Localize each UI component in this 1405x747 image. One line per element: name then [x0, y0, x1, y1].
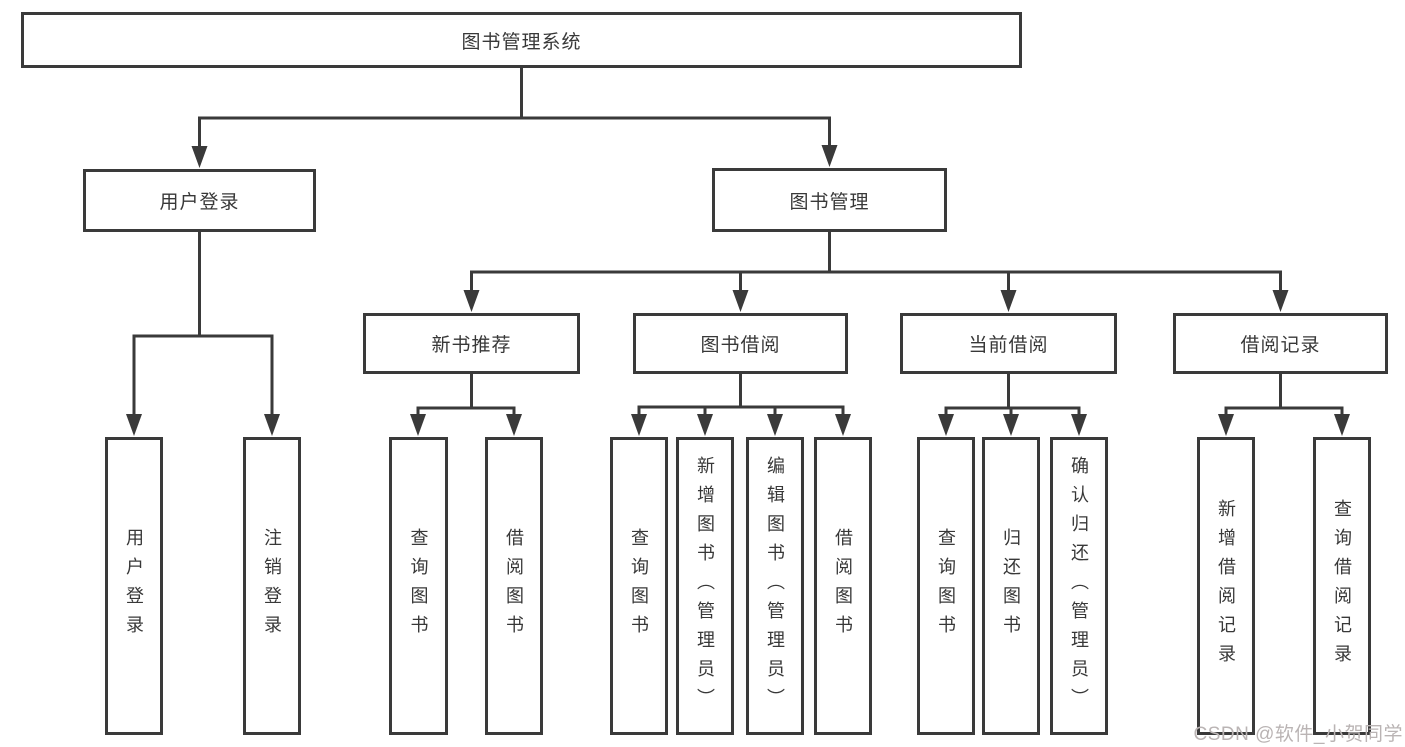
leaf-query-borrow-record: 查询借阅记录: [1313, 437, 1371, 735]
leaf-add-borrow-record: 新增借阅记录: [1197, 437, 1255, 735]
leaf-add-books-admin: 新增图书（管理员）: [676, 437, 734, 735]
leaf-return-books: 归还图书: [982, 437, 1040, 735]
leaf-logout: 注销登录: [243, 437, 301, 735]
csdn-watermark: CSDN @软件_小贺同学: [1193, 724, 1403, 745]
leaf-query-books-current: 查询图书: [917, 437, 975, 735]
leaf-borrow-books: 借阅图书: [814, 437, 872, 735]
leaf-edit-books-admin: 编辑图书（管理员）: [746, 437, 804, 735]
node-book-borrowing: 图书借阅: [633, 313, 848, 374]
leaf-borrow-books-recommend: 借阅图书: [485, 437, 543, 735]
node-book-management: 图书管理: [712, 168, 947, 232]
leaf-query-books-recommend: 查询图书: [389, 437, 448, 735]
node-current-borrowing: 当前借阅: [900, 313, 1117, 374]
node-root-library-system: 图书管理系统: [21, 12, 1022, 68]
node-borrowing-records: 借阅记录: [1173, 313, 1388, 374]
leaf-confirm-return-admin: 确认归还（管理员）: [1050, 437, 1108, 735]
leaf-user-login: 用户登录: [105, 437, 163, 735]
node-user-login: 用户登录: [83, 169, 316, 232]
node-new-book-recommend: 新书推荐: [363, 313, 580, 374]
leaf-query-books-borrow: 查询图书: [610, 437, 668, 735]
